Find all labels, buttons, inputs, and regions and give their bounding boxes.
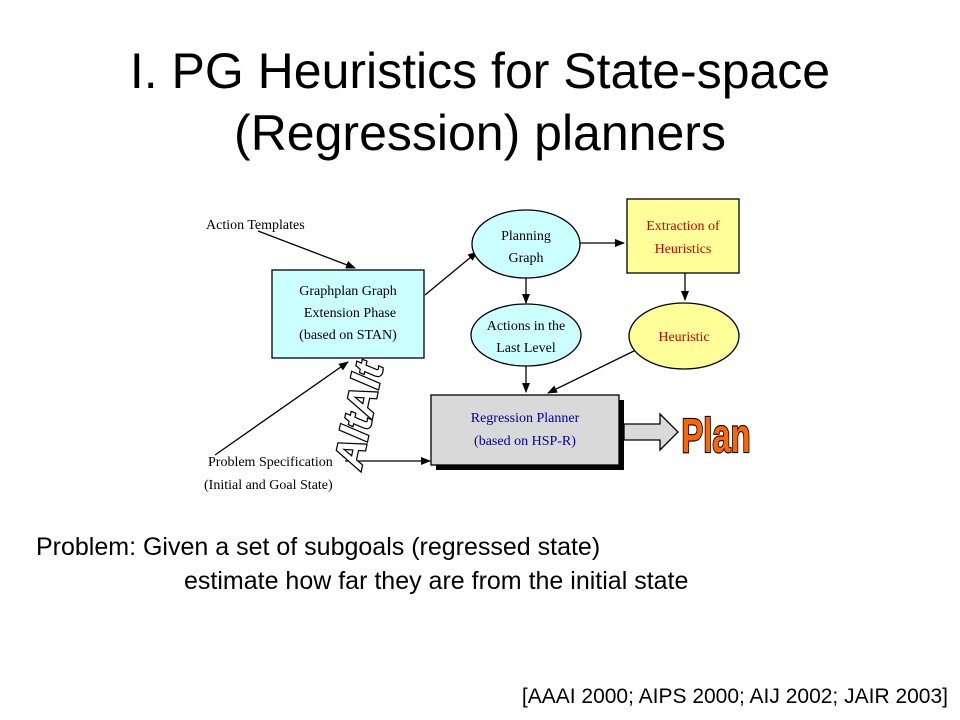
graphplan-line-3: (based on STAN) (299, 328, 397, 343)
citation: [AAAI 2000; AIPS 2000; AIJ 2002; JAIR 20… (521, 685, 948, 708)
plan-logo: Plan (681, 409, 750, 463)
arrow-graphplan-to-planning-graph (424, 251, 478, 296)
arrow-problem-to-graphplan (214, 361, 349, 456)
planning-graph-line-1: Planning (501, 229, 551, 244)
problem-line-2: estimate how far they are from the initi… (184, 567, 689, 595)
title-line-2: (Regression) planners (234, 105, 726, 161)
altalt-logo: AltAlt (326, 357, 392, 473)
problem-spec-line-1: Problem Specification (208, 455, 333, 470)
connectors (214, 230, 689, 465)
graphplan-extension-box: Graphplan Graph Extension Phase (based o… (271, 269, 425, 359)
graphplan-box-shape (271, 269, 425, 359)
output-block-arrow (623, 412, 679, 452)
planning-graph-line-2: Graph (509, 251, 544, 266)
actions-last-level-line-1: Actions in the (487, 319, 566, 334)
planning-graph-shape (471, 209, 581, 279)
problem-spec-line-2: (Initial and Goal State) (204, 478, 333, 493)
extraction-line-1: Extraction of (646, 219, 720, 234)
regression-box-shape (430, 394, 620, 466)
actions-last-level-node: Actions in the Last Level (470, 303, 582, 367)
problem-specification-label: Problem Specification (Initial and Goal … (204, 455, 333, 493)
heuristic-shape (628, 302, 740, 370)
heuristic-node: Heuristic (628, 302, 740, 370)
regression-line-2: (based on HSP-R) (474, 434, 576, 449)
arrow-templates-to-graphplan (257, 230, 356, 269)
regression-line-1: Regression Planner (471, 411, 580, 426)
slide-title: I. PG Heuristics for State-space (Regres… (0, 40, 960, 164)
extraction-heuristics-box: Extraction of Heuristics (626, 198, 740, 274)
arrow-heuristic-to-regression (547, 349, 637, 394)
extraction-box-shape (626, 198, 740, 274)
extraction-line-2: Heuristics (655, 242, 712, 257)
actions-last-level-line-2: Last Level (496, 341, 556, 356)
action-templates-label: Action Templates (206, 218, 305, 233)
regression-planner-box: Regression Planner (based on HSP-R) (430, 394, 624, 470)
problem-statement: Problem: Given a set of subgoals (regres… (36, 530, 688, 598)
actions-last-level-shape (470, 303, 582, 367)
planning-graph-node: Planning Graph (471, 209, 581, 279)
problem-line-1: Problem: Given a set of subgoals (regres… (36, 533, 601, 561)
title-line-1: I. PG Heuristics for State-space (129, 43, 831, 99)
heuristic-label: Heuristic (658, 330, 709, 345)
graphplan-line-2: Extension Phase (304, 306, 396, 321)
graphplan-line-1: Graphplan Graph (299, 284, 397, 299)
